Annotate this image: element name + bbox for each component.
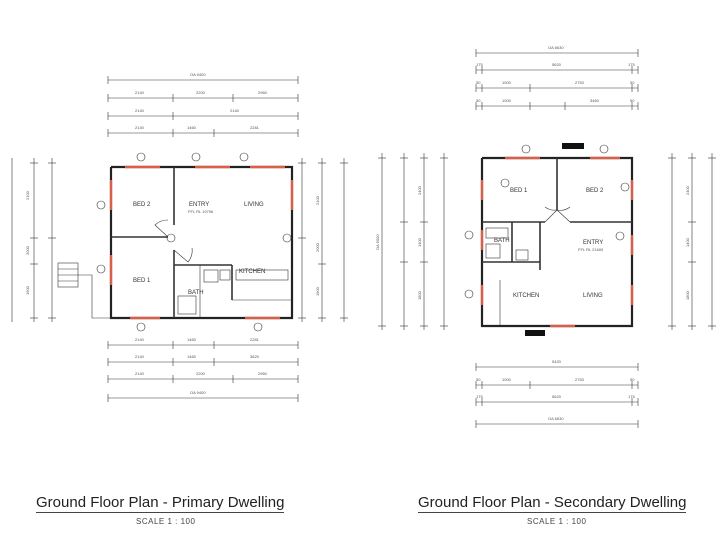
secondary-dim-right-c: 1800 — [685, 290, 690, 300]
primary-window-tags — [96, 152, 292, 332]
secondary-dim-left-overall: OA 6000 — [375, 234, 380, 250]
primary-dim-top3-b: 2140 — [230, 108, 240, 113]
secondary-doors — [544, 206, 571, 223]
secondary-plan-scale: SCALE 1 : 100 — [527, 517, 587, 526]
secondary-walls — [480, 156, 634, 328]
secondary-dim-top2-a: 175 — [476, 62, 483, 67]
primary-dim-top2-b: 2200 — [196, 90, 206, 95]
primary-dwelling-plan: OA 9400 2140 2200 2960 2140 2140 2140 14… — [11, 72, 348, 402]
secondary-dim-left-c: 1800 — [417, 290, 422, 300]
primary-dim-bottom3-b: 2200 — [196, 371, 206, 376]
secondary-dwelling-plan: OA 6630 175 5620 175 50 1000 2753 50 50 … — [375, 45, 716, 428]
secondary-room-entry: ENTRY — [583, 240, 603, 246]
secondary-room-kitchen: KITCHEN — [513, 293, 539, 299]
secondary-dim-bottom2-b: 1000 — [502, 377, 512, 382]
primary-plan-title: Ground Floor Plan - Primary Dwelling — [36, 494, 285, 513]
secondary-dim-top4-c: 3460 — [590, 98, 600, 103]
primary-dim-left-b: 2000 — [25, 245, 30, 255]
primary-dim-left-c: 1900 — [25, 285, 30, 295]
secondary-dim-top3-d: 50 — [630, 80, 635, 85]
secondary-dim-top3-a: 50 — [476, 80, 481, 85]
primary-dim-top4-b: 1460 — [187, 125, 197, 130]
secondary-bottom-dimensions: 5420 50 1000 2753 50 175 5620 175 OA 663… — [475, 359, 639, 428]
secondary-room-bed1: BED 1 — [510, 188, 528, 194]
primary-dim-bottom1-b: 1460 — [187, 337, 197, 342]
primary-left-dimensions: 2100 2000 1900 — [11, 158, 56, 322]
primary-plan-scale: SCALE 1 : 100 — [136, 517, 196, 526]
primary-room-living: LIVING — [244, 202, 264, 208]
secondary-dim-bottom2-d: 50 — [630, 377, 635, 382]
secondary-dim-overall-bottom: OA 6630 — [548, 416, 564, 421]
primary-dim-top4-a: 2140 — [135, 125, 145, 130]
secondary-dim-bottom1-a: 5420 — [552, 359, 562, 364]
primary-bottom-dimensions: 2140 1460 2281 2140 1460 3620 2140 2200 … — [107, 337, 299, 402]
primary-fixtures — [177, 269, 289, 315]
secondary-room-bed2: BED 2 — [586, 188, 604, 194]
primary-dim-bottom2-a: 2140 — [135, 354, 145, 359]
secondary-fixtures — [485, 227, 529, 261]
primary-room-kitchen: KITCHEN — [239, 269, 265, 275]
secondary-right-dimensions: 2400 1400 1800 — [668, 153, 716, 330]
secondary-dim-bottom2-a: 50 — [476, 377, 481, 382]
primary-dim-bottom3-a: 2140 — [135, 371, 145, 376]
secondary-dim-bottom3-a: 175 — [476, 394, 483, 399]
secondary-top-dimensions: OA 6630 175 5620 175 50 1000 2753 50 50 … — [475, 45, 639, 110]
primary-dim-top3-a: 2140 — [135, 108, 145, 113]
primary-dim-bottom3-c: 2960 — [258, 371, 268, 376]
primary-dim-right-b: 2000 — [315, 242, 320, 252]
secondary-dim-top2-c: 175 — [628, 62, 635, 67]
primary-room-entry: ENTRY — [189, 202, 209, 208]
secondary-dim-left-b: 1400 — [417, 237, 422, 247]
primary-room-bed1: BED 1 — [133, 278, 151, 284]
primary-room-bed2: BED 2 — [133, 202, 151, 208]
primary-dim-bottom1-c: 2281 — [250, 337, 260, 342]
secondary-dim-right-b: 1400 — [685, 237, 690, 247]
primary-dim-overall-top: OA 9400 — [190, 72, 206, 77]
primary-room-bath: BATH — [188, 290, 204, 296]
secondary-dim-left-a: 2400 — [417, 185, 422, 195]
secondary-top-wall-marker — [562, 143, 584, 149]
secondary-dim-bottom3-b: 5620 — [552, 394, 562, 399]
secondary-dim-right-a: 2400 — [685, 185, 690, 195]
primary-dim-top4-c: 2281 — [250, 125, 260, 130]
secondary-bottom-wall-marker — [525, 330, 545, 336]
secondary-dim-bottom3-c: 175 — [628, 394, 635, 399]
primary-plan-title-text: Ground Floor Plan - Primary Dwelling — [36, 494, 285, 513]
secondary-dim-overall-top: OA 6630 — [548, 45, 564, 50]
primary-dim-left-a: 2100 — [25, 190, 30, 200]
primary-entry-ffl: FFL RL 19706 — [188, 209, 214, 214]
secondary-dim-bottom2-c: 2753 — [575, 377, 585, 382]
primary-dim-right-a: 2100 — [315, 195, 320, 205]
secondary-plan-title: Ground Floor Plan - Secondary Dwelling — [418, 494, 687, 513]
secondary-dim-top2-b: 5620 — [552, 62, 562, 67]
secondary-dim-top3-b: 1000 — [502, 80, 512, 85]
primary-top-dimensions: OA 9400 2140 2200 2960 2140 2140 2140 14… — [107, 72, 299, 137]
primary-windows — [109, 165, 294, 320]
secondary-room-living: LIVING — [583, 293, 603, 299]
primary-dim-right-c: 1900 — [315, 286, 320, 296]
primary-dim-top2-c: 2960 — [258, 90, 268, 95]
secondary-plan-title-text: Ground Floor Plan - Secondary Dwelling — [418, 494, 687, 513]
secondary-left-dimensions: OA 6000 2400 1400 1800 — [375, 153, 448, 330]
secondary-dim-top4-b: 1000 — [502, 98, 512, 103]
primary-dim-bottom1-a: 2140 — [135, 337, 145, 342]
primary-entry-stairs — [57, 262, 111, 319]
secondary-windows — [480, 156, 634, 328]
secondary-dim-top4-a: 50 — [476, 98, 481, 103]
secondary-dim-top3-c: 2753 — [575, 80, 585, 85]
primary-right-dimensions: 2100 2000 1900 — [298, 158, 348, 322]
primary-dim-overall-bottom: OA 9400 — [190, 390, 206, 395]
primary-dim-top2-a: 2140 — [135, 90, 145, 95]
secondary-window-tags — [464, 144, 630, 299]
secondary-entry-ffl: FFL RL 21600 — [578, 247, 604, 252]
primary-doors — [154, 219, 193, 263]
secondary-room-bath: BATH — [494, 238, 510, 244]
primary-dim-bottom2-b: 1460 — [187, 354, 197, 359]
secondary-dim-top4-d: 50 — [630, 98, 635, 103]
primary-dim-bottom2-c: 3620 — [250, 354, 260, 359]
